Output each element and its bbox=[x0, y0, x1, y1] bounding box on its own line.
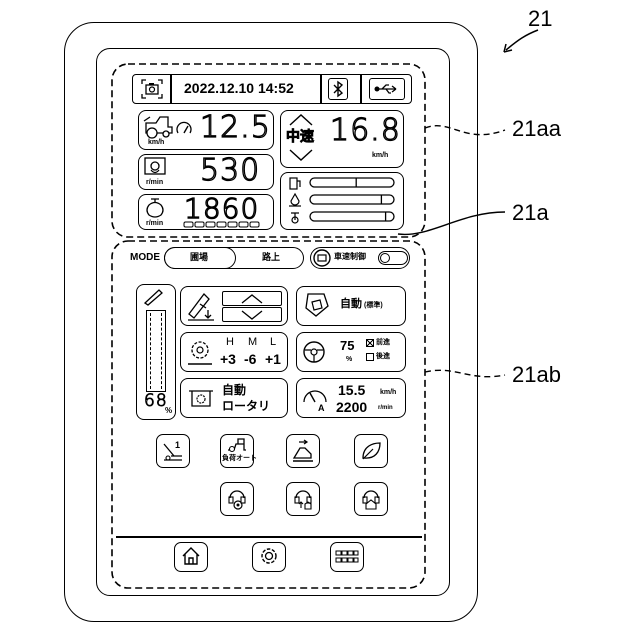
auto-implement-icon bbox=[302, 290, 332, 320]
status-divider bbox=[170, 74, 172, 104]
load-auto-label: 負荷オート bbox=[222, 455, 257, 462]
speed-gauge-icon: A bbox=[300, 384, 330, 412]
hitch-height-unit: % bbox=[165, 407, 172, 415]
callout-line-21a bbox=[398, 212, 505, 234]
hml-label-l: L bbox=[270, 337, 276, 348]
engine-rpm-value: 1860 bbox=[184, 195, 259, 223]
usb-icon bbox=[374, 82, 400, 96]
engine-rpm-segment-bar bbox=[184, 222, 264, 228]
load-auto-icon bbox=[226, 436, 248, 452]
auto-mode-sublabel: (標準) bbox=[364, 302, 383, 309]
auto-mode-label: 自動 bbox=[340, 299, 362, 310]
engine-rpm-unit: r/min bbox=[146, 220, 163, 227]
implement-1-icon: 1 bbox=[160, 438, 186, 464]
status-datetime: 2022.12.10 14:52 bbox=[184, 81, 294, 95]
steer-unit: % bbox=[346, 356, 352, 363]
ground-speed-unit: km/h bbox=[148, 139, 164, 146]
callout-line-21aa bbox=[425, 126, 505, 135]
engine-icon bbox=[144, 197, 166, 219]
shift-down-icon[interactable] bbox=[288, 148, 314, 162]
service-home-icon bbox=[359, 486, 383, 512]
camera-icon[interactable] bbox=[140, 78, 164, 100]
auto-rotary-line1: 自動 bbox=[222, 384, 246, 396]
shift-up-icon[interactable] bbox=[288, 113, 314, 127]
rotary-gear-icon bbox=[186, 336, 214, 368]
bluetooth-icon bbox=[332, 81, 344, 97]
level-bar-coolant bbox=[310, 212, 394, 221]
reverse-checkbox[interactable] bbox=[366, 353, 374, 361]
rpm-value: 2200 bbox=[336, 400, 367, 414]
callout-line-21ab bbox=[425, 370, 505, 376]
travel-speed-value: 16.8 bbox=[330, 116, 401, 146]
status-divider bbox=[360, 74, 362, 104]
reverse-label: 後進 bbox=[376, 353, 390, 360]
pto-rpm-unit: r/min bbox=[146, 179, 163, 186]
lift-up-icon bbox=[240, 294, 264, 304]
speed-value: 15.5 bbox=[338, 383, 365, 397]
hml-value-h: +3 bbox=[220, 352, 236, 366]
menu-grid-icon bbox=[335, 550, 359, 564]
pto-icon bbox=[144, 157, 166, 179]
auto-rotary-line2: ロータリ bbox=[222, 400, 270, 412]
svg-text:1: 1 bbox=[175, 440, 180, 450]
speed-unit: km/h bbox=[380, 389, 396, 396]
level-bars bbox=[308, 176, 398, 226]
hml-label-m: M bbox=[248, 337, 257, 348]
hitch-height-bar-inner bbox=[150, 313, 162, 389]
steer-percent: 75 bbox=[340, 339, 354, 352]
speed-control-label: 車速制御 bbox=[334, 253, 366, 261]
callout-label-21aa: 21aa bbox=[512, 118, 561, 140]
service-lock-icon bbox=[225, 486, 249, 512]
mode-option-road[interactable]: 路上 bbox=[262, 253, 280, 262]
mode-option-field: 圃場 bbox=[190, 253, 208, 262]
level-bar-fuel bbox=[310, 178, 394, 187]
travel-speed-mode: 中速 bbox=[286, 129, 314, 143]
bottom-nav-divider bbox=[116, 536, 422, 538]
forward-checkbox[interactable] bbox=[366, 339, 374, 347]
speed-control-icon bbox=[313, 249, 331, 267]
rotary-settings-icon bbox=[188, 388, 214, 408]
forward-label: 前進 bbox=[376, 339, 390, 346]
pto-rpm-value: 530 bbox=[200, 156, 260, 186]
travel-speed-unit: km/h bbox=[372, 152, 388, 159]
callout-arrow-21 bbox=[506, 30, 538, 50]
callout-label-21a: 21a bbox=[512, 202, 549, 224]
hml-value-l: +1 bbox=[265, 352, 281, 366]
status-divider bbox=[320, 74, 322, 104]
home-icon bbox=[181, 546, 201, 566]
lift-arm-icon bbox=[186, 290, 216, 322]
fuel-icon bbox=[288, 176, 302, 190]
mode-label: MODE bbox=[130, 253, 160, 263]
rpm-unit: r/min bbox=[378, 405, 393, 411]
hml-value-m: -6 bbox=[244, 352, 256, 366]
hitch-icon bbox=[291, 438, 315, 464]
def-icon bbox=[288, 193, 302, 207]
eco-leaf-icon bbox=[359, 440, 383, 462]
callout-label-21ab: 21ab bbox=[512, 364, 561, 386]
lift-down-icon bbox=[240, 310, 264, 320]
hml-label-h: H bbox=[226, 337, 234, 348]
ground-speed-value: 12.5 bbox=[200, 113, 271, 143]
settings-icon bbox=[258, 545, 280, 567]
hitch-height-icon bbox=[142, 288, 164, 306]
service-up-icon bbox=[291, 486, 315, 512]
callout-label-21: 21 bbox=[528, 8, 552, 30]
steering-wheel-icon bbox=[302, 340, 326, 364]
toggle-knob-dot bbox=[380, 253, 390, 263]
svg-text:A: A bbox=[318, 403, 325, 413]
coolant-icon bbox=[288, 210, 302, 224]
